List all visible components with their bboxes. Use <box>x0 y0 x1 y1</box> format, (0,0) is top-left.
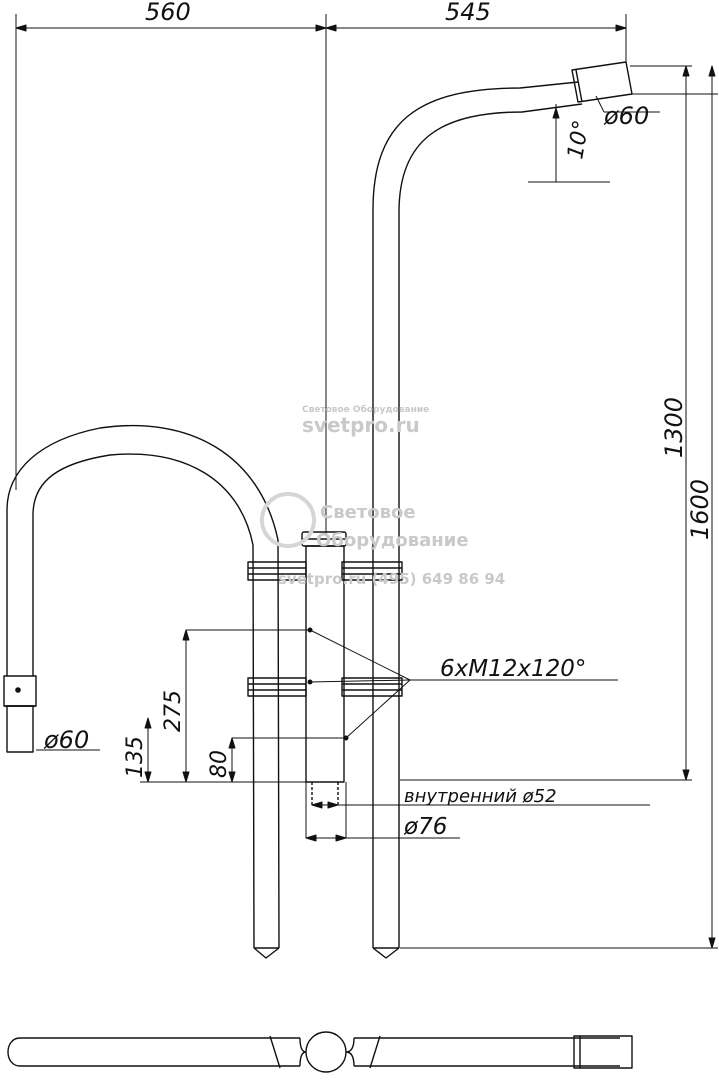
plan-view <box>7 1031 633 1073</box>
dim-right-diameter: ø60 <box>603 102 649 130</box>
watermark-site: svetpro.ru <box>302 413 420 437</box>
clamp-upper-right <box>341 561 403 581</box>
watermark-brand-line2: Оборудование <box>316 530 469 551</box>
clamp-upper-left <box>247 561 307 581</box>
watermark: Световое Оборудование svetpro.ru Светово… <box>260 404 505 588</box>
dim-135: 135 <box>123 736 148 778</box>
bolt-point-lower <box>343 735 349 741</box>
clamp-lower-left <box>247 677 307 697</box>
dim-560: 560 <box>145 0 191 26</box>
dim-545: 545 <box>445 0 491 26</box>
dim-1600: 1600 <box>686 479 714 540</box>
left-cap-bolt <box>15 687 21 693</box>
outer-diameter-callout: ø76 <box>403 814 447 840</box>
dim-left-diameter: ø60 <box>43 726 89 754</box>
bolts-callout: 6xM12x120° <box>440 656 586 682</box>
central-spigot <box>301 531 347 805</box>
right-arm-cap <box>571 61 633 103</box>
watermark-phone: svetpro.ru (495) 649 86 94 <box>278 570 505 588</box>
left-arm <box>6 424 280 959</box>
watermark-brand-small: Световое Оборудование <box>302 404 429 415</box>
bolt-point-middle <box>307 679 313 685</box>
dim-275: 275 <box>161 690 186 732</box>
right-arm <box>372 81 583 959</box>
bolt-point-upper <box>307 627 313 633</box>
dim-angle: 10° <box>563 118 594 161</box>
inner-diameter-callout: внутренний ø52 <box>404 786 557 807</box>
left-arm-cap <box>3 675 37 753</box>
dimension-lines <box>15 14 718 949</box>
dim-80: 80 <box>207 750 232 778</box>
dim-1300: 1300 <box>660 397 688 458</box>
watermark-brand-line1: Световое <box>320 502 416 523</box>
